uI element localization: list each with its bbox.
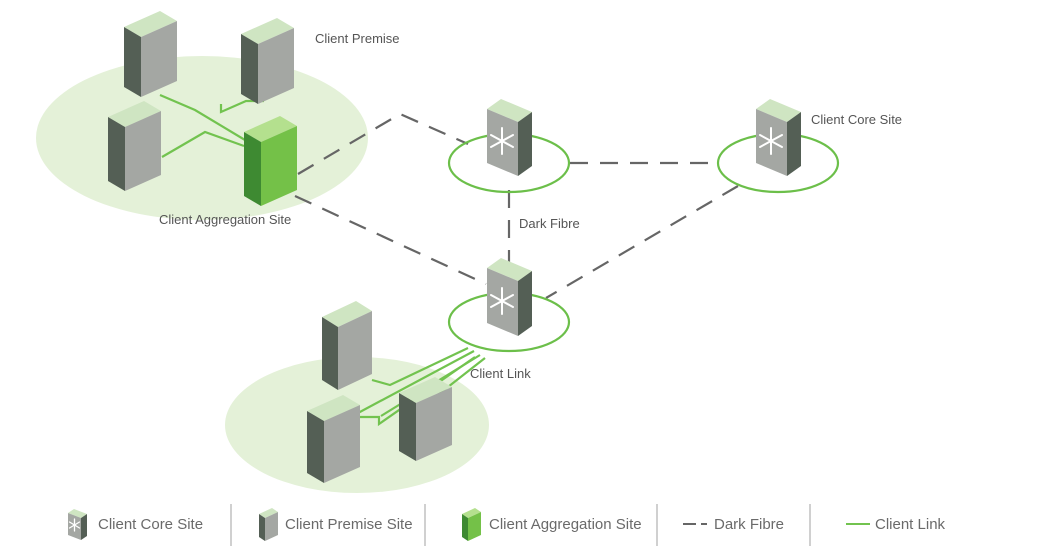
legend-core-label: Client Core Site — [98, 516, 203, 533]
core-server-top — [487, 99, 532, 176]
legend-premise-label: Client Premise Site — [285, 516, 413, 533]
label-client-premise: Client Premise — [315, 31, 400, 46]
asterisk-icon — [759, 127, 783, 155]
premise-server-3 — [108, 101, 161, 191]
premise-server-1 — [124, 11, 177, 97]
client-link-3 — [161, 130, 245, 158]
label-client-core-site: Client Core Site — [811, 112, 902, 127]
asterisk-icon — [490, 287, 514, 315]
client-link-4 — [371, 347, 469, 387]
premise-server-5 — [399, 377, 452, 461]
legend: Client Core Site Client Premise Site Cli… — [68, 504, 946, 546]
aggregation-server — [244, 116, 297, 206]
label-dark-fibre: Dark Fibre — [519, 216, 580, 231]
dark-fibre-agg-to-core-top — [297, 112, 469, 175]
legend-dark-fibre-label: Dark Fibre — [714, 516, 784, 533]
client-link-1 — [159, 93, 246, 141]
core-server-bottom — [487, 258, 532, 336]
legend-aggregation-icon — [462, 508, 481, 541]
dark-fibre-agg-to-core-bottom — [294, 195, 487, 285]
legend-premise-icon — [259, 508, 278, 541]
aggregation-zone — [36, 56, 368, 220]
premise-server-2 — [241, 18, 294, 104]
asterisk-icon — [490, 127, 514, 155]
dark-fibre-links — [294, 112, 739, 299]
label-client-link: Client Link — [470, 366, 531, 381]
legend-aggregation-label: Client Aggregation Site — [489, 516, 642, 533]
premise-server-4 — [322, 301, 372, 390]
core-server-right — [756, 99, 801, 176]
premise-server-6 — [307, 395, 360, 483]
legend-core-icon — [68, 509, 87, 540]
legend-client-link-label: Client Link — [875, 516, 946, 533]
dark-fibre-core-right-to-core-bottom — [545, 185, 739, 299]
label-client-aggregation-site: Client Aggregation Site — [159, 212, 291, 227]
client-link-5 — [357, 350, 475, 414]
